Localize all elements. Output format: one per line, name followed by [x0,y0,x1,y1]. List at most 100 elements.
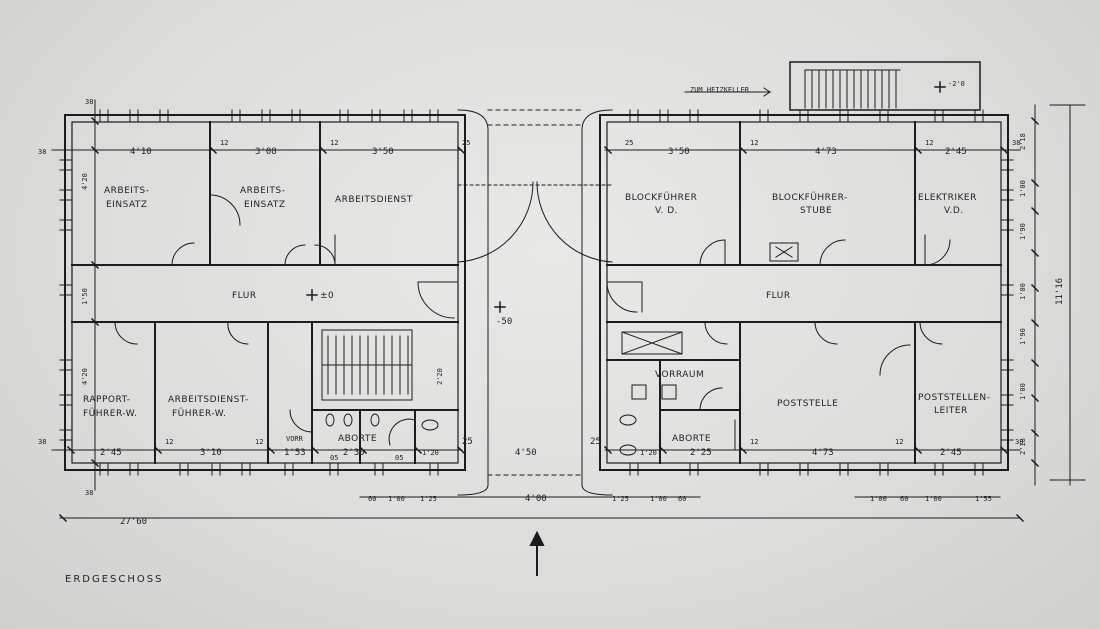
dim-top-left-5: 3'50 [372,147,394,157]
right-vorraum-details [619,331,683,456]
dim-bottom-left-4: 12 [255,438,263,446]
room-labels: ARBEITS- EINSATZ ARBEITS- EINSATZ ARBEIT… [83,80,990,444]
dim-bottom-left-5: 1'53 [284,448,306,458]
label-level-left: ±0 [320,291,334,301]
dimension-labels: 38 4'10 12 3'08 12 3'50 25 25 3'50 12 4'… [38,98,1065,527]
dim-right-v-3: 1'00 [1019,283,1027,300]
dim-door-center: 4'00 [525,494,547,504]
dim-door-left-1: 1'00 [388,495,405,503]
label-arbeitsdienst: ARBEITSDIENST [335,195,413,205]
label-blockfuehrerstube-b: STUBE [800,206,832,216]
label-arbeitseinsatz-2a: ARBEITS- [240,186,285,196]
dim-right-v-6: 2'18 [1019,438,1027,455]
label-poststellenleiter-a: POSTSTELLEN- [918,393,990,403]
dim-bottom-left-2: 12 [165,438,173,446]
label-arbeitseinsatz-1b: EINSATZ [106,200,148,210]
label-rapportfuehrer-b: FÜHRER-W. [83,408,137,419]
dim-bottom-right-2: 2'25 [690,448,712,458]
label-arbeitsdienstfuehrer-a: ARBEITSDIENST- [168,395,249,405]
dim-door-right-a-2: 60 [678,495,686,503]
dim-bottom-right-0: 25 [590,437,601,447]
left-wing-doors [114,194,459,446]
dim-top-right-0: 25 [625,139,633,147]
chimney [769,242,799,262]
dim-right-v-4: 1'90 [1019,328,1027,345]
label-blockfuehrer-vd-b: V. D. [655,206,678,216]
dim-bottom-right-1: 1'20 [640,449,657,457]
dim-stair-height: 2'20 [436,368,444,385]
label-rapportfuehrer-a: RAPPORT- [83,395,131,405]
label-poststellenleiter-b: LEITER [934,406,968,416]
dim-top-left-4: 12 [330,139,338,147]
level-markers [306,81,946,313]
label-vorr-left: VORR [286,435,304,443]
dim-overall-width: 27'60 [120,517,147,527]
dim-bottom-left-10: 25 [462,437,473,447]
dim-door-right-b-0: 1'00 [870,495,887,503]
label-heizkeller-level: -2'0 [948,80,965,88]
right-wing-walls [599,114,1009,471]
drawing-title: ERDGESCHOSS [65,574,163,585]
dim-bottom-right-3: 12 [750,438,758,446]
label-arbeitseinsatz-1a: ARBEITS- [104,186,149,196]
left-wing-walls [64,114,466,471]
label-arbeitsdienstfuehrer-b: FÜHRER-W. [172,408,226,419]
dim-bottom-left-9: 1'20 [422,449,439,457]
left-wing-windows [59,109,439,476]
dim-bottom-left-0: 38 [38,438,46,446]
dim-bottom-left-7: 2'30 [343,448,365,458]
label-blockfuehrerstube-a: BLOCKFÜHRER- [772,192,848,203]
dimension-ticks [58,116,1040,523]
dim-door-right-a-1: 1'00 [650,495,667,503]
right-wing-windows [629,109,1014,476]
dim-top-left-0: 38 [38,148,46,156]
dim-right-v-0: 2'18 [1019,133,1027,150]
dim-bottom-left-6: 05 [330,454,338,462]
dim-left-vertical-2: 1'50 [81,288,89,305]
entrance [457,109,613,496]
dim-bottom-right-7: 38 [1015,438,1023,446]
dim-top-right-2: 12 [750,139,758,147]
heizkeller-stair [684,61,981,111]
dim-top-right-4: 12 [925,139,933,147]
label-blockfuehrer-vd-a: BLOCKFÜHRER [625,192,697,203]
dim-door-right-b-3: 1'55 [975,495,992,503]
dim-top-right-3: 4'73 [815,147,837,157]
dim-left-vertical-0: 38 [85,98,93,106]
dim-left-vertical-4: 38 [85,489,93,497]
label-vorraum: VORRAUM [655,370,704,380]
dim-door-right-a-0: 1'25 [612,495,629,503]
label-flur-right: FLUR [766,291,791,301]
dim-door-left-2: 1'25 [420,495,437,503]
dim-right-v-2: 1'90 [1019,223,1027,240]
dim-left-vertical-3: 4'20 [81,368,89,385]
label-flur-left: FLUR [232,291,257,301]
dim-bottom-right-6: 2'45 [940,448,962,458]
dim-bottom-right-5: 12 [895,438,903,446]
dim-right-v-1: 1'00 [1019,180,1027,197]
label-elektriker-a: ELEKTRIKER [918,193,977,203]
dim-door-right-b-2: 1'00 [925,495,942,503]
dim-top-right-6: 38 [1012,139,1020,147]
label-poststelle: POSTSTELLE [777,399,838,409]
dim-top-right-1: 3'50 [668,147,690,157]
label-aborte-right: ABORTE [672,434,711,444]
dim-bottom-left-3: 3'10 [200,448,222,458]
dim-bottom-center: 4'50 [515,448,537,458]
dim-top-left-3: 3'08 [255,147,277,157]
dim-bottom-right-4: 4'73 [812,448,834,458]
label-elektriker-b: V.D. [944,206,964,216]
dim-left-vertical-1: 4'20 [81,173,89,190]
dimension-lines [51,99,1086,519]
dim-top-left-6: 25 [462,139,470,147]
left-toilets [325,413,439,431]
dim-top-left-1: 4'10 [130,147,152,157]
dim-right-total: 11'16 [1055,278,1065,305]
label-level-outside: -50 [496,317,512,327]
right-wing-doors [606,234,951,451]
label-heizkeller: ZUM HEIZKELLER [690,86,750,94]
left-stair [321,329,413,401]
dim-door-left-0: 60 [368,495,376,503]
